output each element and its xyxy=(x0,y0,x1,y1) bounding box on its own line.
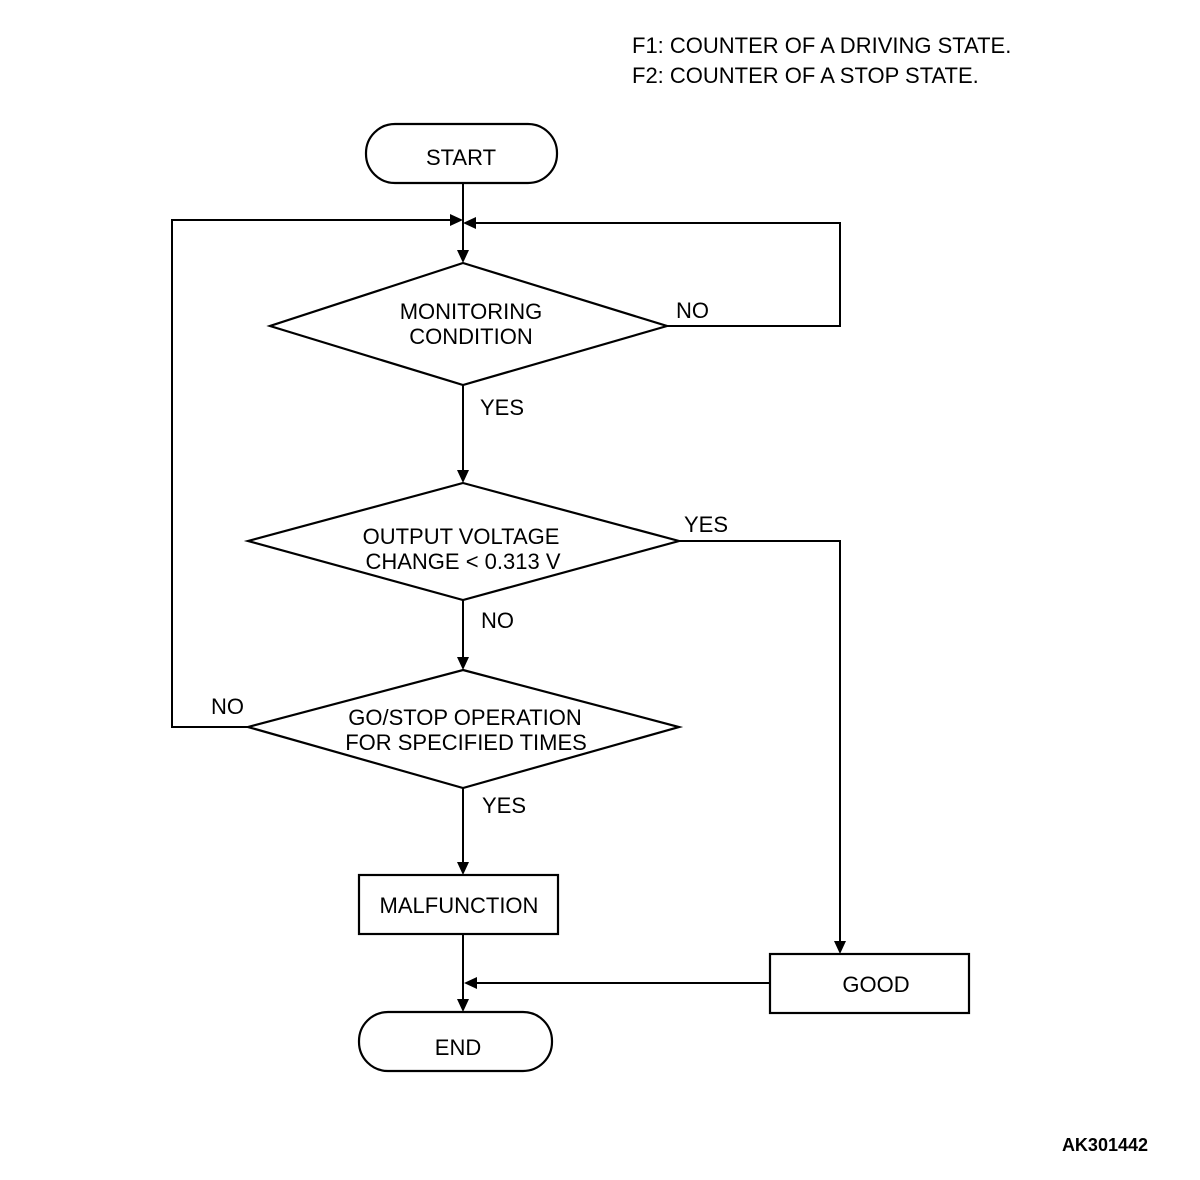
arrow-into-malfunction xyxy=(457,862,469,875)
arrow-into-good xyxy=(834,941,846,954)
start-label: START xyxy=(426,145,496,170)
edge-label-monitoring-yes: YES xyxy=(480,395,524,420)
arrow-into-voltage xyxy=(457,470,469,483)
arrow-good-to-end xyxy=(464,977,477,989)
start-terminal xyxy=(364,122,559,185)
connectors xyxy=(171,183,841,1002)
malfunction-label: MALFUNCTION xyxy=(380,893,539,918)
output-voltage-decision xyxy=(243,481,684,602)
gostop-no-loop-line xyxy=(171,219,450,728)
voltage-yes-line xyxy=(679,540,841,942)
gostop-label-line2: FOR SPECIFIED TIMES xyxy=(345,730,587,755)
edge-label-voltage-no: NO xyxy=(481,608,514,633)
arrow-monitoring-loop xyxy=(463,217,476,229)
malfunction-process xyxy=(357,873,560,936)
arrowheads xyxy=(450,214,846,1012)
note-f1: F1: COUNTER OF A DRIVING STATE. xyxy=(632,33,1011,58)
arrow-into-gostop xyxy=(457,657,469,670)
end-label: END xyxy=(435,1035,481,1060)
good-label: GOOD xyxy=(842,972,909,997)
note-f2: F2: COUNTER OF A STOP STATE. xyxy=(632,63,979,88)
edge-label-gostop-no: NO xyxy=(211,694,244,719)
monitoring-condition-decision xyxy=(266,261,671,387)
monitoring-no-loop-line xyxy=(476,222,841,327)
gostop-label-line1: GO/STOP OPERATION xyxy=(348,705,582,730)
edge-label-gostop-yes: YES xyxy=(482,793,526,818)
arrow-gostop-loop xyxy=(450,214,463,226)
arrow-into-monitoring xyxy=(457,250,469,263)
end-terminal xyxy=(357,1010,554,1073)
voltage-label-line1: OUTPUT VOLTAGE xyxy=(363,524,560,549)
gostop-operation-decision xyxy=(243,668,684,790)
edge-label-monitoring-no: NO xyxy=(676,298,709,323)
arrow-into-end xyxy=(457,999,469,1012)
monitoring-label-line1: MONITORING xyxy=(400,299,543,324)
voltage-label-line2: CHANGE < 0.313 V xyxy=(365,549,560,574)
monitoring-label-line2: CONDITION xyxy=(409,324,532,349)
reference-code: AK301442 xyxy=(1062,1135,1148,1155)
good-process xyxy=(768,952,971,1015)
edge-label-voltage-yes: YES xyxy=(684,512,728,537)
